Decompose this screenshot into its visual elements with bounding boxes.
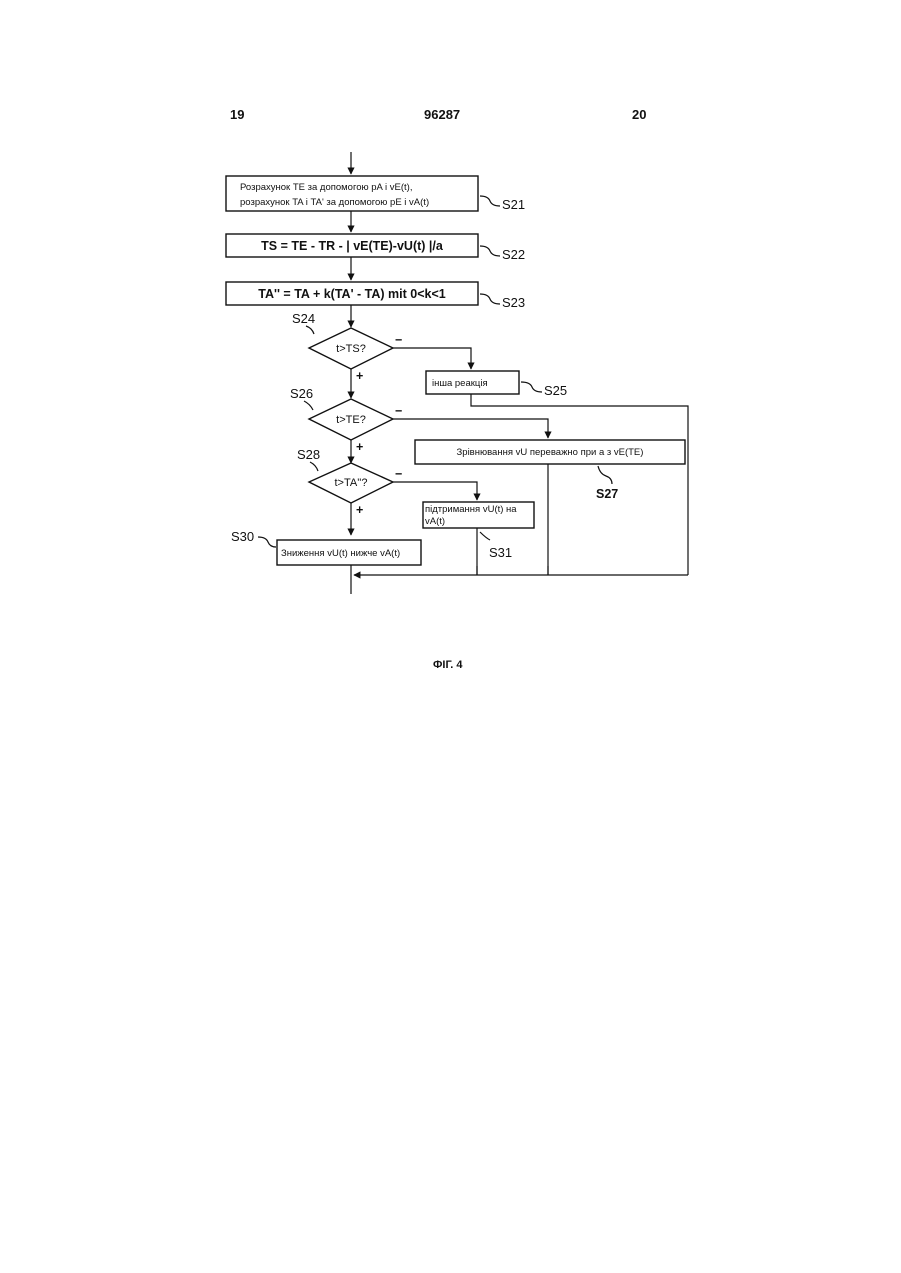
s28-text: t>TA''? <box>334 477 367 489</box>
arrow-s28-s31 <box>393 482 477 500</box>
s21-leader <box>480 196 500 206</box>
s24-yes: + <box>356 369 363 383</box>
figure-caption: ФІГ. 4 <box>433 659 463 671</box>
s25-text: інша реакція <box>432 378 488 389</box>
s21-text-line1: Розрахунок TE за допомогою pA і vE(t), <box>240 182 412 193</box>
s27-label: S27 <box>596 487 618 501</box>
s27-leader <box>598 466 612 484</box>
flowchart-diagram: Розрахунок TE за допомогою pA і vE(t), р… <box>0 0 901 700</box>
s22-text: TS = TE - TR - | vE(TE)-vU(t) |/a <box>261 239 444 253</box>
s23-leader <box>480 294 500 304</box>
s28-no: − <box>395 467 402 481</box>
s22-label: S22 <box>502 247 525 262</box>
s30-label: S30 <box>231 529 254 544</box>
s26-yes: + <box>356 440 363 454</box>
s23-label: S23 <box>502 295 525 310</box>
s30-text: Зниження vU(t) нижче vA(t) <box>281 548 400 559</box>
s31-text-line2: vA(t) <box>425 516 445 527</box>
s21-text-line2: розрахунок TA і TA' за допомогою pE і vA… <box>240 197 429 208</box>
s28-yes: + <box>356 503 363 517</box>
s31-text-line1: підтримання vU(t) на <box>425 504 517 515</box>
s26-leader <box>304 401 313 410</box>
arrow-s26-s27 <box>393 419 548 438</box>
s26-text: t>TE? <box>336 414 366 426</box>
s31-label: S31 <box>489 545 512 560</box>
s23-text: TA'' = TA + k(TA' - TA) mit 0<k<1 <box>258 287 445 301</box>
s24-text: t>TS? <box>336 343 366 355</box>
s26-no: − <box>395 404 402 418</box>
s28-label: S28 <box>297 447 320 462</box>
s24-leader <box>306 326 314 334</box>
s22-leader <box>480 246 500 256</box>
s31-leader <box>480 532 490 540</box>
s30-leader <box>258 537 276 547</box>
s28-leader <box>310 462 318 471</box>
s24-no: − <box>395 333 402 347</box>
s21-label: S21 <box>502 197 525 212</box>
s27-text: Зрівнювання vU переважно при a з vE(TE) <box>457 447 644 458</box>
s24-label: S24 <box>292 311 315 326</box>
arrow-s24-s25 <box>393 348 471 369</box>
s25-label: S25 <box>544 383 567 398</box>
s25-leader <box>521 382 542 392</box>
s26-label: S26 <box>290 386 313 401</box>
